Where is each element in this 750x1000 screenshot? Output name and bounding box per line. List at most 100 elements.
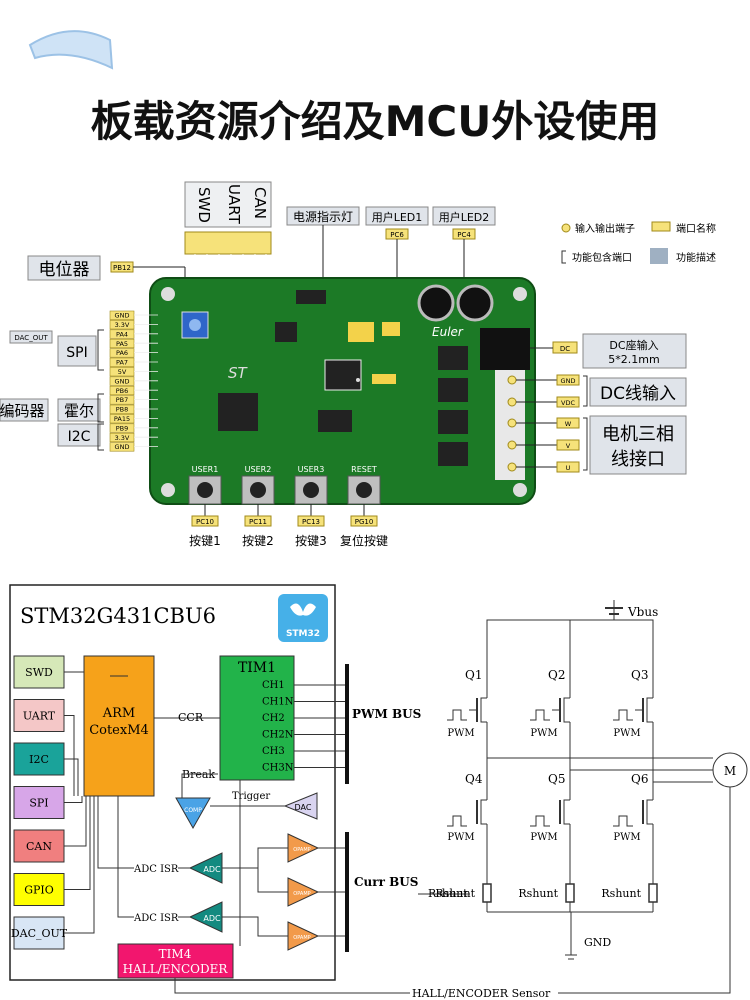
legend-function-desc: 功能描述: [676, 251, 716, 264]
button-silk: USER1: [192, 465, 219, 474]
legend-multi-port: 功能包含端口: [572, 251, 632, 264]
transistor-label: Q3: [631, 668, 648, 682]
terminal-icon: [507, 462, 517, 472]
left-pin-label: PA5: [116, 340, 128, 348]
label-i2c: I2C: [68, 429, 91, 445]
label-encoder: 编码器: [0, 402, 45, 420]
comp-label: COMP: [184, 807, 202, 814]
terminal-pin: U: [566, 464, 571, 472]
logo-arc-icon: [28, 30, 114, 70]
bracket-spi: [97, 329, 104, 371]
arm-core: [83, 655, 155, 797]
left-pin-column: GND3.3VPA4PA5PA6PA75VGNDPB6PB7PB8PA15PB9…: [109, 310, 158, 452]
pin-dc: DC: [560, 345, 570, 353]
legend-io-icon: [561, 223, 571, 233]
shunt-label: Rshunt: [518, 887, 558, 900]
left-pin-label: GND: [115, 443, 130, 451]
button-row: USER1PC10按键1USER2PC11按键2USER3PC13按键3RESE…: [188, 465, 388, 548]
comp-block: [175, 797, 211, 830]
bracket-motor: [583, 417, 588, 471]
tim1-channel-label: CH2: [262, 713, 285, 724]
header-label-uart: UART: [225, 184, 243, 225]
left-pin-label: PB6: [116, 387, 129, 395]
pin-pc6: PC6: [390, 231, 404, 239]
shunt-label: Rshunt: [428, 887, 468, 900]
board-diagram: SWD UART CAN 电源指示灯 用户LED1 用户LED2 PC6 PC4: [0, 30, 716, 548]
label-power-led: 电源指示灯: [293, 209, 353, 224]
legend-io-text: 输入输出端子: [575, 222, 635, 235]
button-pin-box: [244, 515, 272, 527]
channel: [480, 697, 487, 723]
left-pin-label: PA6: [116, 349, 128, 357]
header-label-swd: SWD: [195, 187, 213, 223]
channel: [646, 697, 653, 723]
st-logo: STM32: [286, 629, 320, 639]
label-motor-2: 线接口: [611, 449, 665, 470]
tim1-channel-label: CH2N: [262, 730, 294, 741]
channel: [646, 799, 653, 825]
terminal-icon: [507, 397, 517, 407]
transistor-label: Q6: [631, 772, 648, 786]
bus-line: [64, 796, 91, 890]
left-pin-label: PA4: [116, 330, 128, 338]
legend: 输入输出端子 端口名称 功能包含端口 功能描述: [561, 221, 716, 264]
label-spi: SPI: [66, 345, 87, 361]
terminal-pin: VDC: [561, 399, 575, 407]
terminal-icon: [507, 418, 517, 428]
label-dc-jack-2: 5*2.1mm: [608, 353, 659, 366]
left-pin-label: PA15: [114, 415, 130, 423]
label-dc-jack-1: DC座输入: [609, 338, 658, 352]
inverter-bridge: Q1PWMQ4PWMRshuntQ2PWMQ5PWMRshuntQ3PWMQ6P…: [418, 619, 713, 955]
opamp-group: OPAMP OPAMP OPAMP: [222, 833, 345, 951]
opamp-label-1: OPAMP: [293, 847, 310, 853]
terminal-icon: [507, 440, 517, 450]
terminal-pin-box: [556, 374, 580, 386]
st-logo-icon: ST: [228, 364, 249, 382]
pwm-label: PWM: [530, 728, 557, 739]
bus-line: [64, 796, 95, 934]
transistor-label: Q2: [548, 668, 565, 682]
page-title: 板载资源介绍及MCU外设使用: [90, 97, 660, 146]
label-user-led2: 用户LED2: [439, 210, 490, 224]
pwm-label: PWM: [613, 832, 640, 843]
label-user-led1: 用户LED1: [372, 210, 423, 224]
pwm-pulse: [613, 815, 633, 827]
legend-bracket-icon: [561, 250, 566, 264]
transistor-label: Q4: [465, 772, 483, 786]
tim1-channel-label: CH3N: [262, 763, 294, 774]
button-cap-icon: [356, 482, 372, 498]
bus-line: [64, 796, 83, 803]
legend-port-name: 端口名称: [676, 222, 716, 235]
gnd-label: GND: [584, 936, 611, 949]
terminal-icon: [507, 375, 517, 385]
peripheral-label: SPI: [29, 797, 48, 810]
left-pin-label: PB9: [116, 424, 129, 432]
button-pin: PG10: [355, 518, 374, 526]
adc-label-1: ADC: [203, 865, 221, 874]
button-pin: PC11: [249, 518, 267, 526]
motor-symbol: [712, 752, 748, 788]
opamp-label-3: OPAMP: [293, 935, 310, 941]
pwm-pulse: [613, 709, 633, 721]
opamp-label-2: OPAMP: [293, 891, 310, 897]
pin-pb12: PB12: [113, 264, 131, 272]
tim1-channel-label: CH1N: [262, 697, 294, 708]
pwm-pulse: [530, 815, 550, 827]
mcu-diagram: STM32G431CBU6 STM32 SWDUARTI2CSPICANGPIO…: [9, 584, 748, 1000]
chip-name: STM32G431CBU6: [20, 604, 216, 628]
button-label: 按键1: [189, 534, 221, 548]
butterfly-icon: [290, 603, 316, 616]
button-silk: RESET: [351, 465, 377, 474]
bracket-encoder: [97, 393, 104, 423]
bracket-dc-line: [583, 375, 588, 407]
shunt-label: Rshunt: [601, 887, 641, 900]
tim4-line2: HALL/ENCODER: [123, 962, 229, 976]
header-label-can: CAN: [251, 187, 269, 219]
bus-line: [64, 796, 87, 847]
channel: [480, 799, 487, 825]
button-cap-icon: [303, 482, 319, 498]
left-pin-label: GND: [115, 312, 130, 320]
channel: [563, 697, 570, 723]
shunt-resistor: [565, 883, 575, 903]
